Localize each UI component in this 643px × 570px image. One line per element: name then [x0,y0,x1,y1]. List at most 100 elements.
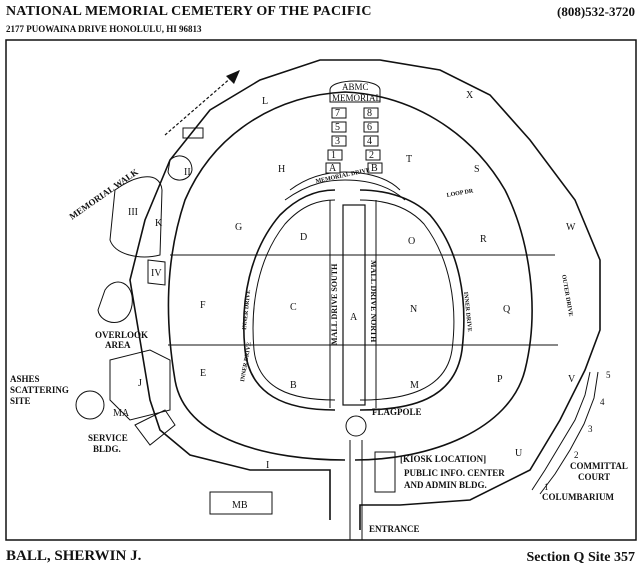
step-4: 4 [367,136,372,147]
step-b: B [371,163,378,174]
memorial-drive [289,171,401,191]
section-j: J [138,378,142,389]
section-r: R [480,234,487,245]
cemetery-phone: (808)532-3720 [557,4,635,19]
court-2: 2 [574,450,579,460]
court-3: 3 [588,424,593,434]
mb-building [209,491,273,515]
inner-drive-west [242,189,336,411]
step-7: 7 [335,108,340,119]
outer-boundary [129,59,601,530]
section-n: N [410,304,417,315]
road-inner-drive-w: INNER DRIVE [242,290,252,331]
columbarium-court-numbers: 5 4 3 2 1 [544,370,611,492]
kiosk-label: [KIOSK LOCATION] [400,454,486,464]
section-mb: MB [232,500,248,511]
section-h: H [278,164,285,175]
section-iii: III [128,207,138,218]
step-8: 8 [367,108,372,119]
section-p: P [497,374,503,385]
section-m: M [410,380,419,391]
flagpole-label: FLAGPOLE [372,407,422,417]
outer-drive [167,91,533,461]
section-ii: II [184,167,191,178]
step-1: 1 [331,150,336,161]
place-labels: MEMORIAL WALK OVERLOOK AREA ASHES SCATTE… [10,167,628,534]
section-iv: IV [151,268,162,279]
road-outer-drive: OUTER DRIVE [560,274,573,317]
section-s: S [474,164,480,175]
grave-site: Section Q Site 357 [526,550,636,565]
ashes-label: ASHES [10,374,40,384]
section-g: G [235,222,242,233]
area-iv [147,259,166,286]
road-loop-dr: LOOP DR [446,188,474,199]
section-labels: A B C D E F G H I J K L M N O P Q R S T … [113,90,576,511]
section-e: E [200,368,206,379]
road-inner-drive-sw: INNER DRIVE [240,342,253,383]
court-1: 1 [544,482,549,492]
map-frame [5,39,637,541]
step-3: 3 [335,136,340,147]
area-j [109,349,171,421]
section-t: T [406,154,412,165]
section-o: O [408,236,415,247]
service-bldg [134,409,176,446]
section-i: I [266,460,269,471]
court-label: COURT [578,472,610,482]
court-4: 4 [600,397,605,407]
abmc-label: ABMC [342,82,369,92]
section-u: U [515,448,523,459]
loop-ii [167,155,193,181]
section-f: F [200,300,206,311]
bldg-label: BLDG. [93,444,121,454]
section-x: X [466,90,474,101]
site-label: SITE [10,396,31,406]
section-l: L [262,96,268,107]
public-info-bldg [374,451,396,493]
memorial-steps: 7 8 5 6 3 4 1 2 A B [325,107,383,174]
service-label: SERVICE [88,433,128,443]
memorial-walk-arrow [226,70,240,84]
section-b: B [290,380,297,391]
columbarium-label: COLUMBARIUM [542,492,615,502]
decedent-name: BALL, SHERWIN J. [6,548,142,564]
cemetery-title: NATIONAL MEMORIAL CEMETERY OF THE PACIFI… [6,4,372,19]
court-5: 5 [606,370,611,380]
section-q: Q [503,304,511,315]
area-label: AREA [105,340,131,350]
section-c: C [290,302,297,313]
overlook-label: OVERLOOK [95,330,148,340]
area-iii [109,176,163,258]
inner-drive-east [359,189,465,411]
road-inner-drive-e: INNER DRIVE [462,292,472,333]
section-w: W [566,222,576,233]
public-info-label: PUBLIC INFO. CENTER [404,468,505,478]
ashes-circle [75,390,105,420]
flagpole-circle [345,415,367,437]
section-v: V [568,374,576,385]
section-d: D [300,232,307,243]
step-6: 6 [367,122,372,133]
committal-label: COMMITTAL [570,461,628,471]
memorial-label: MEMORIAL [332,93,381,103]
step-2: 2 [369,150,374,161]
small-lot [182,127,204,139]
section-ma: MA [113,408,130,419]
memorial-walk-path [164,69,241,136]
road-mall-north: MALL DRIVE NORTH [369,260,378,343]
mall [342,204,366,406]
section-a: A [350,312,358,323]
scattering-label: SCATTERING [10,385,69,395]
overlook-loop [97,281,133,323]
section-k: K [155,218,163,229]
abmc-memorial-building [329,80,381,103]
admin-bldg-label: AND ADMIN BLDG. [404,480,487,490]
road-memorial-drive: MEMORIAL DRIVE [315,168,371,185]
columbarium [531,371,591,491]
step-5: 5 [335,122,340,133]
cemetery-address: 2177 PUOWAINA DRIVE HONOLULU, HI 96813 [6,24,202,34]
road-mall-south: MALL DRIVE SOUTH [330,263,339,345]
entrance-label: ENTRANCE [369,524,420,534]
